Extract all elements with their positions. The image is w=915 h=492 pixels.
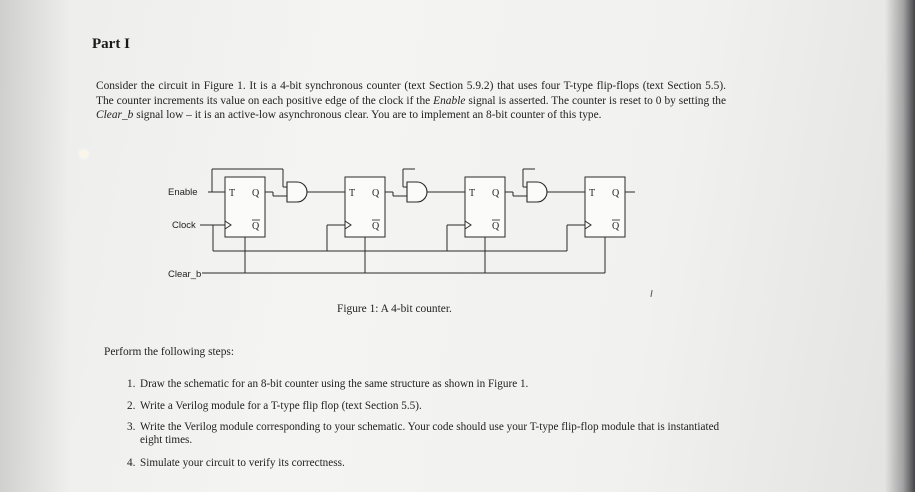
flip-flop-qbar-label: Q — [612, 221, 620, 232]
flip-flop — [224, 176, 266, 238]
flip-flop-t-label: T — [349, 188, 355, 199]
enable-label: Enable — [168, 187, 198, 198]
glare-spot — [80, 150, 88, 158]
counter-circuit-diagram: T Q Q T Q Q T Q Q T Q Q Enable Clock Clear_b — [168, 168, 635, 280]
enable-term: Enable — [433, 94, 466, 107]
clock-edge-marker — [224, 220, 232, 230]
steps-intro: Perform the following steps: — [104, 346, 235, 358]
step-number: 4. — [127, 457, 136, 469]
clock-edge-marker — [344, 220, 352, 230]
flip-flop-q-label: Q — [612, 188, 620, 199]
step-number: 3. — [127, 421, 136, 433]
clear-label: Clear_b — [168, 269, 201, 280]
step-number: 2. — [127, 400, 136, 412]
screen-edge-shadow — [0, 0, 70, 492]
paragraph-part-2: signal is asserted. The counter is reset… — [465, 94, 726, 107]
paragraph-part-3: signal low – it is an active-low asynchr… — [133, 109, 602, 122]
flip-flop-t-label: T — [589, 188, 595, 199]
step-number: 1. — [127, 378, 136, 390]
intro-paragraph: Consider the circuit in Figure 1. It is … — [96, 79, 726, 123]
and-gate — [406, 181, 428, 203]
flip-flop-q-label: Q — [492, 188, 500, 199]
figure-caption: Figure 1: A 4-bit counter. — [337, 303, 452, 315]
flip-flop-qbar-label: Q — [252, 221, 260, 232]
clock-edge-marker — [584, 220, 592, 230]
flip-flop — [464, 176, 506, 238]
and-gate — [286, 181, 308, 203]
page-title: Part I — [92, 36, 130, 52]
flip-flop — [584, 176, 626, 238]
clear-term: Clear_b — [96, 109, 134, 122]
flip-flop-q-label: Q — [372, 188, 380, 199]
flip-flop — [344, 176, 386, 238]
flip-flop-t-label: T — [229, 188, 235, 199]
step-text: Draw the schematic for an 8-bit counter … — [140, 378, 529, 390]
flip-flop-qbar-label: Q — [372, 221, 380, 232]
step-text: Simulate your circuit to verify its corr… — [140, 457, 345, 469]
monitor-bezel-edge — [885, 0, 915, 492]
flip-flop-qbar-label: Q — [492, 221, 500, 232]
clock-edge-marker — [464, 220, 472, 230]
flip-flop-t-label: T — [469, 188, 475, 199]
and-gate — [526, 181, 548, 203]
step-text: Write the Verilog module corresponding t… — [140, 421, 720, 446]
step-text: Write a Verilog module for a T-type flip… — [140, 400, 422, 412]
paragraph-part-1: Consider the circuit in Figure 1. It is … — [96, 80, 726, 107]
clock-label: Clock — [172, 220, 196, 231]
flip-flop-q-label: Q — [252, 188, 260, 199]
